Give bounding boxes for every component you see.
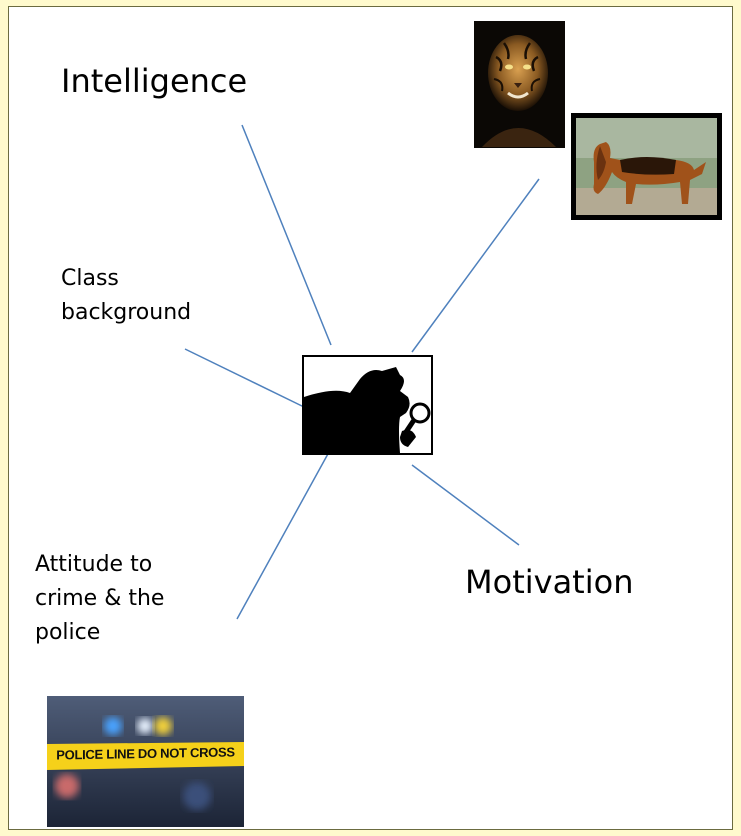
node-class-background: Class background xyxy=(61,266,192,325)
tiger-icon xyxy=(482,35,556,147)
connector-dog xyxy=(411,178,540,353)
connector-layer xyxy=(184,124,540,620)
bloodhound-icon xyxy=(576,118,717,215)
police-tape-image: POLICE LINE DO NOT CROSS xyxy=(47,696,244,827)
police-tape-icon xyxy=(47,696,244,827)
tiger-image xyxy=(474,21,565,148)
detective-image xyxy=(302,355,433,455)
connector-attitude xyxy=(236,451,330,620)
slide-canvas: Intelligence Class background Attitude t… xyxy=(8,6,733,830)
node-attitude: Attitude to crime & the police xyxy=(35,552,165,645)
dog-image xyxy=(571,113,722,220)
node-motivation: Motivation xyxy=(465,563,634,601)
detective-icon xyxy=(304,367,431,453)
connector-class-background xyxy=(184,348,305,408)
connector-intelligence xyxy=(241,124,332,346)
node-intelligence: Intelligence xyxy=(61,62,248,100)
connector-motivation xyxy=(411,464,520,546)
